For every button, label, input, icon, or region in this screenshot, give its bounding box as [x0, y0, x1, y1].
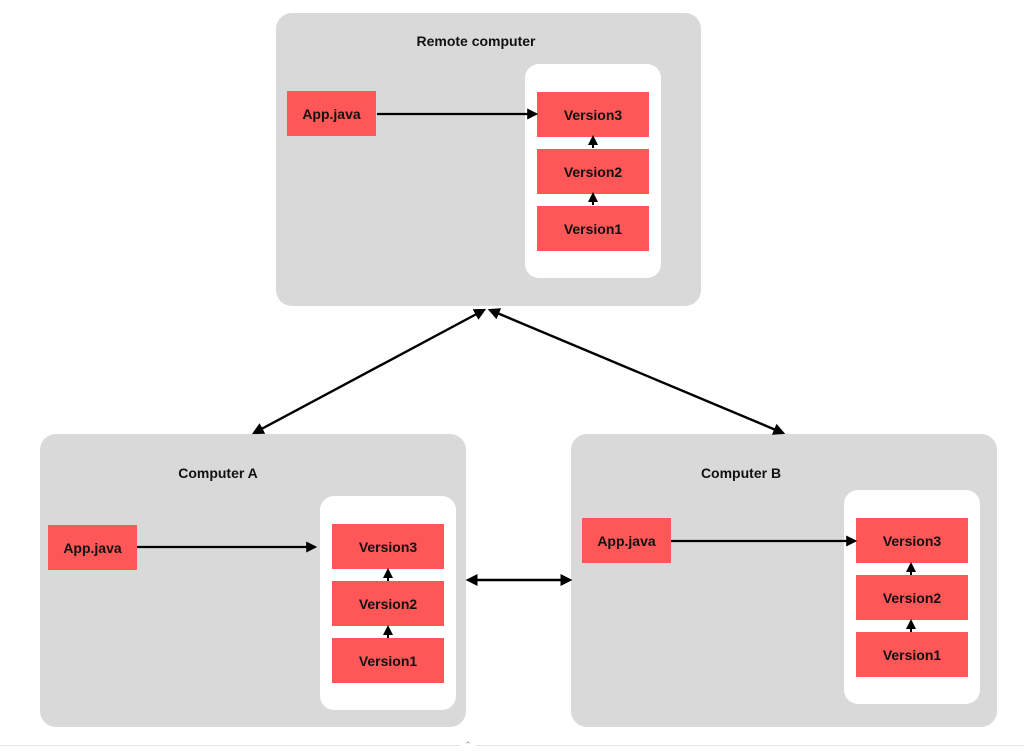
computer-a-version2-box: Version2 [332, 581, 444, 626]
remote-computer-panel: Remote computer App.java Version3 Versio… [276, 13, 701, 306]
computer-a-app-java-box: App.java [48, 525, 137, 570]
computer-a-repository: Version3 Version2 Version1 [320, 496, 456, 710]
computer-a-version3-box: Version3 [332, 524, 444, 569]
remote-repository: Version3 Version2 Version1 [525, 64, 661, 278]
remote-version2-box: Version2 [537, 149, 649, 194]
remote-computer-title: Remote computer [416, 33, 536, 49]
remote-version1-box: Version1 [537, 206, 649, 251]
computer-b-version2-box: Version2 [856, 575, 968, 620]
remote-computer-b-sync-arrow [487, 308, 786, 435]
bottom-divider [0, 745, 1024, 746]
computer-b-title: Computer B [700, 465, 782, 481]
computer-b-panel: Computer B App.java Version3 Version2 Ve… [571, 434, 997, 727]
computer-b-version1-box: Version1 [856, 632, 968, 677]
computer-a-version1-box: Version1 [332, 638, 444, 683]
computer-b-app-java-box: App.java [582, 518, 671, 563]
remote-computer-a-sync-arrow [251, 308, 487, 435]
chevron-up-icon[interactable]: ⌃ [460, 740, 476, 750]
remote-version3-box: Version3 [537, 92, 649, 137]
computer-a-panel: Computer A App.java Version3 Version2 Ve… [40, 434, 466, 727]
computer-b-repository: Version3 Version2 Version1 [844, 490, 980, 704]
computer-a-title: Computer A [178, 465, 258, 481]
remote-app-java-box: App.java [287, 91, 376, 136]
computer-b-version3-box: Version3 [856, 518, 968, 563]
